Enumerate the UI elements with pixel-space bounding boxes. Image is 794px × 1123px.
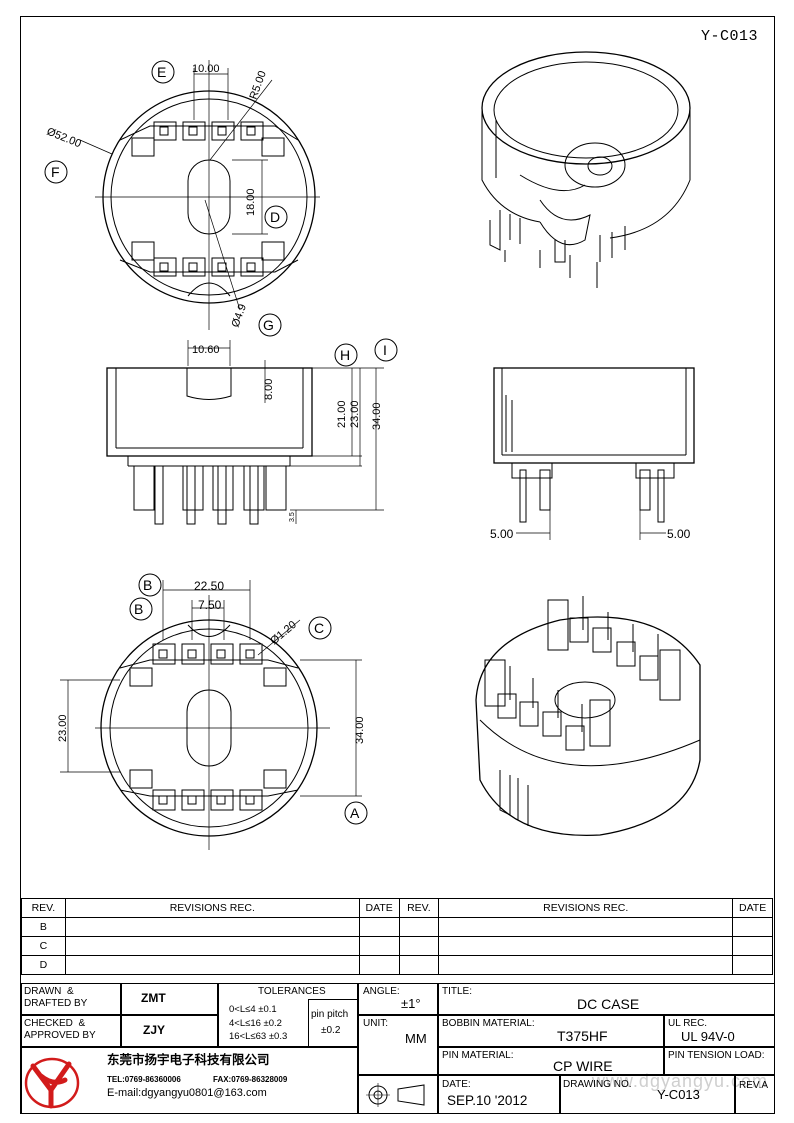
tolerances-label: TOLERANCES <box>258 986 326 997</box>
rev-row-b: B <box>21 917 66 937</box>
tol-2: 4<L≤16 ±0.2 <box>229 1018 282 1029</box>
title-value: DC CASE <box>577 996 640 1012</box>
tol-3: 16<L≤63 ±0.3 <box>229 1031 288 1042</box>
svg-text:H: H <box>340 347 350 363</box>
company-email: E-mail:dgyangyu0801@163.com <box>107 1087 267 1099</box>
date-label: DATE: <box>442 1079 471 1090</box>
front-view: 10.60 8.00 21.00 23.00 34.00 3.5 H I <box>106 338 398 525</box>
rev-label: REV.A <box>739 1080 769 1091</box>
dim-5-right: 5.00 <box>667 527 691 541</box>
iso-view-top <box>481 51 691 288</box>
projection-symbol-icon <box>366 1083 425 1107</box>
dim-dia52: Ø52.00 <box>45 126 83 151</box>
top-view: 10.00 R5.00 Ø52.00 18.00 Ø4.9 E F D G <box>44 60 320 337</box>
top-pins-upper <box>153 121 264 141</box>
date-header-left: DATE <box>358 898 400 918</box>
dim-21: 21.00 <box>336 400 348 428</box>
company-tel: TEL:0769-86360006 <box>107 1075 181 1084</box>
pin-tension-label: PIN TENSION LOAD: <box>668 1050 765 1061</box>
ul-rec-label: UL REC. <box>668 1018 708 1029</box>
pin-pitch-value: ±0.2 <box>321 1025 341 1036</box>
watermark: www.dgyangyu.com <box>591 1071 768 1091</box>
unit-value: MM <box>405 1031 427 1046</box>
revisions-header-left: REVISIONS REC. <box>64 898 360 918</box>
drawing-no-label: DRAWING NO. <box>563 1079 632 1090</box>
revisions-table: REV. REVISIONS REC. DATE REV. REVISIONS … <box>21 898 773 975</box>
drawn-value: ZMT <box>141 991 166 1005</box>
checked-value: ZJY <box>143 1023 166 1037</box>
dim-5-left: 5.00 <box>490 527 514 541</box>
svg-text:C: C <box>314 620 324 636</box>
title-label: TITLE: <box>442 986 473 997</box>
dim-34-bottom: 34.00 <box>354 716 366 744</box>
svg-text:F: F <box>51 164 60 180</box>
side-view: 5.00 5.00 <box>490 367 695 541</box>
tol-1: 0<L≤4 ±0.1 <box>229 1004 277 1015</box>
title-block: DRAWN & DRAFTED BY ZMT CHECKED & APPROVE… <box>21 983 775 1114</box>
unit-label: UNIT: <box>363 1018 388 1029</box>
rev-row-c: C <box>21 936 66 956</box>
dim-34: 34.00 <box>371 402 383 430</box>
bottom-pins-upper <box>152 643 263 665</box>
date-header-right: DATE <box>732 898 773 918</box>
dim-10: 10.00 <box>192 63 220 75</box>
pin-pitch-label: pin pitch <box>311 1009 349 1020</box>
svg-text:B: B <box>134 601 143 617</box>
svg-text:A: A <box>350 805 360 821</box>
dim-dia49: Ø4.9 <box>230 303 249 330</box>
svg-text:B: B <box>143 577 152 593</box>
dim-23-bottom: 23.00 <box>57 714 69 742</box>
dim-22-5: 22.50 <box>194 579 224 593</box>
rev-header-right: REV. <box>398 898 440 918</box>
svg-text:D: D <box>270 209 280 225</box>
rev-header-left: REV. <box>21 898 66 918</box>
dim-3-5: 3.5 <box>289 512 296 522</box>
dim-23: 23.00 <box>349 400 361 428</box>
company-name: 东莞市扬宇电子科技有限公司 <box>107 1053 270 1067</box>
svg-text:I: I <box>383 342 387 358</box>
svg-text:G: G <box>263 317 274 333</box>
bobbin-material-label: BOBBIN MATERIAL: <box>442 1018 535 1029</box>
dim-10-60: 10.60 <box>192 344 220 356</box>
rev-row-d: D <box>21 955 66 975</box>
dim-8: 8.00 <box>263 379 275 400</box>
ul-rec-value: UL 94V-0 <box>681 1029 735 1044</box>
dim-dia1-2: Ø1.20 <box>268 619 299 647</box>
bottom-pins-lower <box>152 789 263 811</box>
document-number: Y-C013 <box>700 28 758 45</box>
bottom-view: 22.50 7.50 Ø1.20 23.00 34.00 B B C A <box>57 573 368 850</box>
company-logo <box>24 1057 80 1109</box>
date-value: SEP.10 '2012 <box>447 1093 528 1108</box>
dim-7-5: 7.50 <box>198 598 222 612</box>
angle-value: ±1° <box>401 996 421 1011</box>
pin-material-value: CP WIRE <box>553 1058 613 1074</box>
pin-material-label: PIN MATERIAL: <box>442 1050 514 1061</box>
front-pins <box>133 465 287 525</box>
iso-view-bottom <box>475 596 701 837</box>
iso-pins <box>484 596 681 751</box>
drawing-no-value: Y-C013 <box>657 1087 700 1102</box>
bobbin-material-value: T375HF <box>557 1028 608 1044</box>
drawn-label: DRAWN & DRAFTED BY <box>24 986 88 1009</box>
dim-18: 18.00 <box>245 188 257 216</box>
angle-label: ANGLE: <box>363 986 400 997</box>
company-fax: FAX:0769-86328009 <box>213 1075 288 1084</box>
checked-label: CHECKED & APPROVED BY <box>24 1018 96 1041</box>
dim-r5: R5.00 <box>248 69 269 101</box>
revisions-header-right: REVISIONS REC. <box>438 898 734 918</box>
svg-text:E: E <box>157 64 166 80</box>
top-pins-lower <box>153 257 264 277</box>
